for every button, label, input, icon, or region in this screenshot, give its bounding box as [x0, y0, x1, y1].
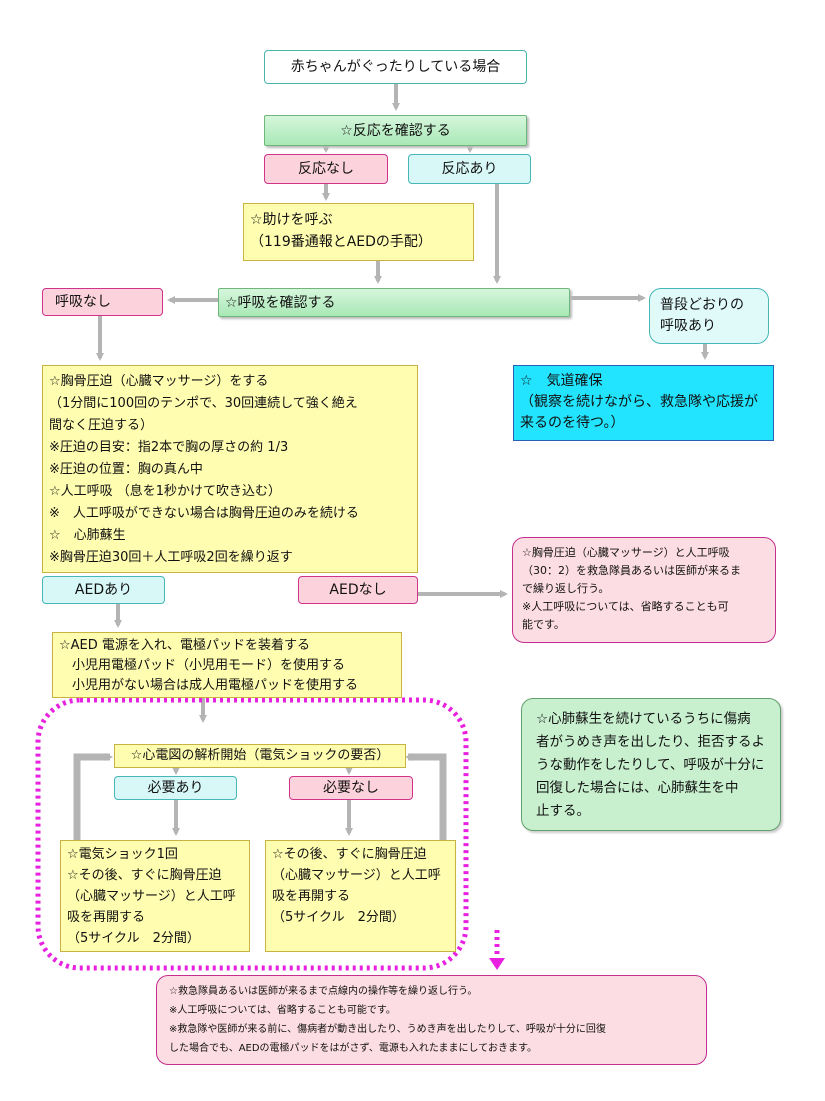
- no-response-text: 反応なし: [298, 161, 354, 177]
- shock-action-line-1: ☆電気ショック1回: [67, 847, 178, 862]
- stop-note-line-1: ☆心肺蘇生を続けているうちに傷病: [536, 711, 751, 727]
- cpr-box: ☆胸骨圧迫（心臓マッサージ）をする （1分間に100回のテンポで、30回連続して…: [42, 365, 418, 573]
- cpr-line-6: ☆人工呼吸 （息を1秒かけて吹き込む）: [49, 484, 282, 499]
- call-help-line-2: （119番通報とAEDの手配）: [250, 234, 432, 250]
- cpr-line-7: ※ 人工呼吸ができない場合は胸骨圧迫のみを続ける: [49, 506, 359, 521]
- normal-breathing-box: 普段どおりの 呼吸あり: [649, 288, 769, 344]
- shock-not-needed-text: 必要なし: [323, 780, 379, 796]
- call-help-box: ☆助けを呼ぶ （119番通報とAEDの手配）: [243, 203, 474, 261]
- stop-note-line-5: 止する。: [536, 803, 590, 819]
- shock-action-line-2: ☆その後、すぐに胸骨圧迫: [67, 868, 222, 883]
- aed-setup-line-1: ☆AED 電源を入れ、電極パッドを装着する: [59, 638, 311, 653]
- no-aed-note-line-3: で繰り返し行う。: [522, 582, 610, 595]
- shock-needed-box: 必要あり: [114, 776, 237, 800]
- check-breathing-box: ☆呼吸を確認する: [218, 288, 570, 317]
- aed-no-box: AEDなし: [298, 576, 418, 604]
- airway-line-2: （観察を続けながら、救急隊や応援が: [520, 394, 758, 410]
- final-note-line-1: ☆救急隊員あるいは医師が来るまで点線内の操作等を繰り返し行う。: [169, 986, 478, 997]
- no-aed-note-line-2: （30：2）を救急隊員あるいは医師が来るま: [522, 564, 741, 577]
- aed-setup-box: ☆AED 電源を入れ、電極パッドを装着する 小児用電極パッド（小児用モード）を使…: [52, 632, 402, 698]
- aed-yes-box: AEDあり: [42, 576, 165, 604]
- shock-action-box: ☆電気ショック1回 ☆その後、すぐに胸骨圧迫 （心臓マッサージ）と人工呼 吸を再…: [60, 840, 250, 952]
- airway-box: ☆ 気道確保 （観察を続けながら、救急隊や応援が 来るのを待つ。）: [513, 365, 774, 441]
- call-help-line-1: ☆助けを呼ぶ: [250, 212, 333, 228]
- ecg-text: ☆心電図の解析開始（電気ショックの要否）: [130, 748, 390, 763]
- shock-action-line-5: （5サイクル 2分間）: [67, 931, 200, 946]
- no-breathing-text: 呼吸なし: [55, 294, 111, 310]
- no-shock-action-box: ☆その後、すぐに胸骨圧迫 （心臓マッサージ）と人工呼 吸を再開する （5サイクル…: [265, 840, 456, 952]
- shock-needed-text: 必要あり: [147, 780, 204, 796]
- normal-breathing-line-2: 呼吸あり: [660, 318, 716, 334]
- stop-note-line-4: 回復した場合には、心肺蘇生を中: [536, 780, 739, 796]
- no-response-box: 反応なし: [264, 154, 388, 184]
- final-note-line-4: した場合でも、AEDの電極パッドをはがさず、電源も入れたままにしておきます。: [169, 1043, 537, 1054]
- stop-cpr-note-box: ☆心肺蘇生を続けているうちに傷病 者がうめき声を出したり、拒否するよ うな動作を…: [521, 698, 781, 831]
- shock-action-line-3: （心臓マッサージ）と人工呼: [67, 889, 236, 904]
- final-note-line-3: ※救急隊や医師が来る前に、傷病者が動き出したり、うめき声を出したりして、呼吸が十…: [169, 1024, 606, 1035]
- loop-arrow-right: [405, 753, 447, 840]
- cpr-line-1: ☆胸骨圧迫（心臓マッサージ）をする: [49, 374, 269, 389]
- shock-action-line-4: 吸を再開する: [67, 910, 146, 925]
- shock-not-needed-box: 必要なし: [289, 776, 413, 800]
- cpr-line-9: ※胸骨圧迫30回＋人工呼吸2回を繰り返す: [49, 550, 293, 565]
- final-note-box: ☆救急隊員あるいは医師が来るまで点線内の操作等を繰り返し行う。 ※人工呼吸につい…: [156, 975, 707, 1065]
- aed-setup-line-2: 小児用電極パッド（小児用モード）を使用する: [59, 658, 346, 673]
- has-response-box: 反応あり: [408, 154, 531, 184]
- ecg-box: ☆心電図の解析開始（電気ショックの要否）: [114, 744, 406, 768]
- check-response-box: ☆反応を確認する: [264, 115, 527, 146]
- aed-yes-text: AEDあり: [74, 582, 133, 598]
- airway-line-3: 来るのを待つ。）: [520, 415, 625, 431]
- no-shock-action-line-3: 吸を再開する: [272, 889, 351, 904]
- cpr-line-8: ☆ 心肺蘇生: [49, 528, 126, 543]
- aed-setup-line-3: 小児用がない場合は成人用電極パッドを使用する: [59, 678, 359, 693]
- cpr-line-3: 間なく圧迫する）: [49, 418, 154, 433]
- loop-arrow-left: [73, 753, 113, 840]
- check-breathing-text: ☆呼吸を確認する: [225, 295, 336, 311]
- start-text: 赤ちゃんがぐったりしている場合: [290, 59, 501, 75]
- no-aed-note-line-1: ☆胸骨圧迫（心臓マッサージ）と人工呼吸: [522, 546, 730, 559]
- no-aed-note-line-4: ※人工呼吸については、省略することも可: [522, 600, 729, 613]
- start-box: 赤ちゃんがぐったりしている場合: [264, 50, 527, 84]
- cpr-line-5: ※圧迫の位置：胸の真ん中: [49, 462, 203, 477]
- no-breathing-box: 呼吸なし: [42, 288, 163, 316]
- aed-no-text: AEDなし: [329, 582, 387, 598]
- stop-note-line-2: 者がうめき声を出したり、拒否するよ: [536, 734, 765, 750]
- no-shock-action-line-4: （5サイクル 2分間）: [272, 910, 405, 925]
- airway-line-1: ☆ 気道確保: [520, 373, 603, 389]
- no-shock-action-line-1: ☆その後、すぐに胸骨圧迫: [272, 847, 427, 862]
- arrow-head-magenta: [489, 958, 505, 970]
- check-response-text: ☆反応を確認する: [340, 122, 451, 139]
- cpr-line-2: （1分間に100回のテンポで、30回連続して強く絶え: [49, 396, 358, 411]
- cpr-line-4: ※圧迫の目安：指2本で胸の厚さの約 1/3: [49, 440, 289, 455]
- final-note-line-2: ※人工呼吸については、省略することも可能です。: [169, 1005, 396, 1016]
- stop-note-line-3: うな動作をしたりして、呼吸が十分に: [536, 757, 765, 773]
- no-shock-action-line-2: （心臓マッサージ）と人工呼: [272, 868, 441, 883]
- no-aed-note-line-5: 能です。: [522, 618, 565, 631]
- normal-breathing-line-1: 普段どおりの: [660, 297, 744, 313]
- no-aed-note-box: ☆胸骨圧迫（心臓マッサージ）と人工呼吸 （30：2）を救急隊員あるいは医師が来る…: [512, 537, 776, 643]
- has-response-text: 反応あり: [441, 161, 498, 177]
